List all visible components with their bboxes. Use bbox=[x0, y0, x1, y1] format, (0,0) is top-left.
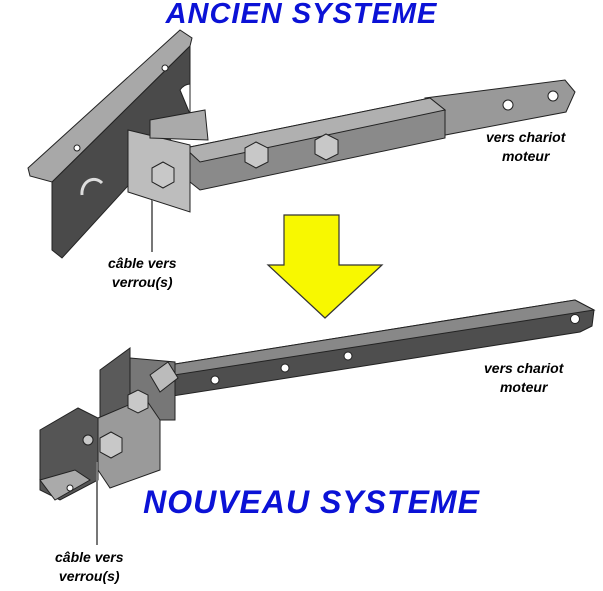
new-bolt bbox=[127, 389, 149, 414]
label-line: vers chariot bbox=[484, 360, 564, 376]
new-mechanism bbox=[39, 299, 596, 501]
old-mechanism bbox=[27, 29, 576, 259]
label-line: verrou(s) bbox=[111, 274, 173, 290]
new-bolt bbox=[99, 431, 123, 459]
label-line: câble vers bbox=[108, 255, 177, 271]
old-system-title: ANCIEN SYSTEME bbox=[165, 0, 438, 30]
old-cable-label: câble vers verrou(s) bbox=[108, 254, 177, 292]
label-line: moteur bbox=[501, 148, 550, 164]
old-top-flange bbox=[27, 29, 193, 183]
new-system-title: NOUVEAU SYSTEME bbox=[143, 484, 480, 520]
label-line: câble vers bbox=[55, 549, 124, 565]
new-cable-label: câble vers verrou(s) bbox=[55, 548, 124, 586]
new-carriage-label: vers chariot moteur bbox=[484, 359, 563, 397]
old-bolt bbox=[244, 141, 269, 169]
label-line: verrou(s) bbox=[58, 568, 120, 584]
down-arrow bbox=[266, 214, 384, 319]
label-line: moteur bbox=[499, 379, 548, 395]
old-carriage-label: vers chariot moteur bbox=[486, 128, 565, 166]
new-bolt bbox=[82, 434, 94, 446]
old-bolt bbox=[151, 161, 175, 189]
label-line: vers chariot bbox=[486, 129, 566, 145]
old-bolt bbox=[314, 133, 339, 161]
